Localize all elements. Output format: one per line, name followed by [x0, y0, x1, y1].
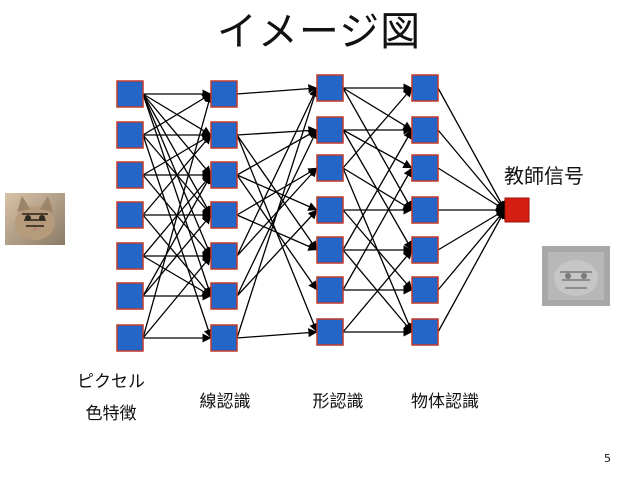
- connection-arrow: [236, 87, 319, 339]
- line-neuron-1: [210, 80, 238, 108]
- connection-arrow: [342, 249, 413, 333]
- shape-neuron-6: [316, 276, 344, 304]
- connection-arrow: [437, 209, 506, 251]
- object-neuron-5: [411, 236, 439, 264]
- shape-neuron-3: [316, 154, 344, 182]
- connection-arrow: [342, 167, 413, 291]
- connection-arrow: [236, 174, 318, 211]
- object-neuron-7: [411, 318, 439, 346]
- input-neuron-6: [116, 282, 144, 310]
- connection-arrow: [236, 125, 318, 136]
- connection-arrow: [236, 84, 318, 95]
- line-neuron-7: [210, 324, 238, 352]
- connection-arrow: [142, 174, 212, 297]
- teacher-signal-label: 教師信号: [504, 164, 584, 188]
- shape-neuron-5: [316, 236, 344, 264]
- connection-arrow: [236, 167, 318, 216]
- connection-arrow: [142, 214, 212, 297]
- connection-arrow: [142, 134, 212, 216]
- object-neuron-1: [411, 74, 439, 102]
- connection-arrow: [437, 129, 506, 211]
- connection-arrow: [437, 167, 506, 211]
- connection-arrow: [236, 129, 318, 176]
- connection-arrow: [342, 87, 413, 169]
- shape-neuron-2: [316, 116, 344, 144]
- line-neuron-6: [210, 282, 238, 310]
- connection-arrow: [437, 209, 506, 333]
- input-layer-label: ピクセル 色特徴: [62, 369, 160, 427]
- output-cat-image: [542, 246, 610, 306]
- input-neuron-5: [116, 242, 144, 270]
- object-neuron-2: [411, 116, 439, 144]
- connection-arrow: [236, 214, 318, 251]
- connection-arrow: [437, 87, 506, 211]
- layer3-label: 物体認識: [411, 392, 479, 412]
- input-neuron-7: [116, 324, 144, 352]
- object-neuron-3: [411, 154, 439, 182]
- object-neuron-6: [411, 276, 439, 304]
- connection-arrow: [142, 93, 213, 297]
- connection-arrow: [437, 209, 506, 291]
- connection-arrow: [342, 129, 413, 169]
- input-cat-image: [5, 193, 65, 245]
- input-neuron-2: [116, 121, 144, 149]
- line-neuron-5: [210, 242, 238, 270]
- connection-arrow: [142, 255, 212, 297]
- shape-neuron-4: [316, 196, 344, 224]
- connection-arrow: [142, 93, 214, 339]
- object-neuron-4: [411, 196, 439, 224]
- input-neuron-4: [116, 201, 144, 229]
- line-neuron-3: [210, 161, 238, 189]
- neuron-layers: [116, 74, 530, 352]
- connection-arrow: [342, 87, 413, 131]
- input-neuron-3: [116, 161, 144, 189]
- connection-arrow: [236, 209, 318, 297]
- page-number: 5: [604, 452, 611, 465]
- connection-arrow: [142, 134, 212, 176]
- teacher-signal-node: [504, 197, 530, 223]
- connection-arrow: [342, 129, 413, 251]
- connections: [142, 83, 506, 343]
- slide-title: イメージ図: [216, 9, 422, 55]
- connection-arrow: [236, 328, 318, 339]
- shape-neuron-1: [316, 74, 344, 102]
- layer1-label: 線認識: [199, 392, 251, 412]
- layer2-label: 形認識: [312, 392, 364, 412]
- line-neuron-2: [210, 121, 238, 149]
- input-label-line2: 色特徴: [85, 404, 137, 424]
- connection-arrow: [142, 93, 212, 136]
- shape-neuron-7: [316, 318, 344, 346]
- connection-arrow: [236, 87, 318, 257]
- input-label-line1: ピクセル: [77, 372, 145, 392]
- line-neuron-4: [210, 201, 238, 229]
- input-neuron-1: [116, 80, 144, 108]
- connection-arrow: [142, 255, 212, 339]
